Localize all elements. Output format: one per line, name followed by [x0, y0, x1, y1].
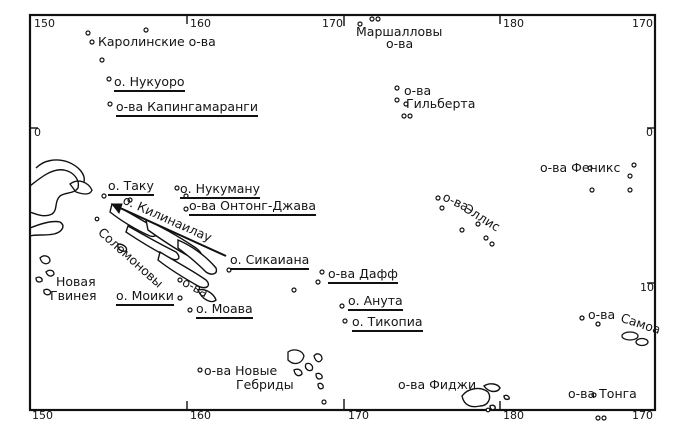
- label-tonga: о-ва Тонга: [568, 386, 637, 401]
- tick-left-0: 0: [34, 126, 41, 139]
- tick-top-170: 170: [322, 17, 343, 30]
- tick-bottom-150: 150: [32, 409, 53, 422]
- label-samoa-1: о-ва: [588, 307, 616, 322]
- fiji: [461, 383, 510, 411]
- label-gilberta-1: о-ва: [404, 83, 432, 98]
- tick-right-10: 10: [640, 281, 654, 294]
- kilinailau-pointer: [110, 203, 227, 257]
- tick-top-150: 150: [34, 17, 55, 30]
- label-marshall-1: Маршалловы: [356, 24, 443, 39]
- tick-bottom-170: 170: [348, 409, 369, 422]
- label-nov-gebridy-2: Гебриды: [236, 377, 294, 392]
- label-gilberta-2: Гильберта: [406, 96, 476, 111]
- label-feniks: о-ва Феникс: [540, 160, 621, 175]
- label-nukumanu: о. Нукуману: [180, 182, 260, 199]
- tick-top-180: 180: [503, 17, 524, 30]
- new-guinea-coast: [29, 159, 85, 237]
- label-novaya-1: Новая: [56, 274, 96, 289]
- label-nov-gebridy-1: о-ва Новые: [204, 363, 278, 378]
- label-moava: о. Моава: [196, 302, 253, 319]
- label-daff: о-ва Дафф: [328, 267, 398, 284]
- label-kapingamarangi: о-ва Капингамаранги: [116, 100, 258, 117]
- tick-right-0: 0: [646, 126, 653, 139]
- label-ontong-java: о-ва Онтонг-Джава: [189, 199, 317, 216]
- tick-bottom-180: 180: [503, 409, 524, 422]
- solomon-islands: [109, 203, 218, 303]
- atolls: [85, 16, 637, 421]
- tick-bottom-170-w: 170: [632, 409, 653, 422]
- label-sikaiana: о. Сикаиана: [230, 253, 310, 270]
- tick-top-160: 160: [190, 17, 211, 30]
- label-taku: о. Таку: [108, 179, 154, 196]
- label-novaya-2: Гвинея: [50, 288, 97, 303]
- tick-top-170-w: 170: [632, 17, 653, 30]
- label-moiki: о. Моики: [116, 289, 174, 306]
- label-nukuoro: о. Нукуоро: [114, 75, 185, 92]
- tick-bottom-160: 160: [190, 409, 211, 422]
- label-anuta: о. Анута: [348, 294, 403, 311]
- bismarck-islands: [35, 180, 93, 296]
- label-tikopia: о. Тикопиа: [352, 315, 423, 332]
- graticule-ticks: [30, 15, 655, 410]
- label-karolinskie: Каролинские о-ва: [98, 34, 216, 49]
- label-fidzhi: о-ва Фиджи: [398, 377, 477, 392]
- samoa: [579, 315, 649, 347]
- label-marshall-2: о-ва: [386, 36, 414, 51]
- new-hebrides: [287, 349, 324, 390]
